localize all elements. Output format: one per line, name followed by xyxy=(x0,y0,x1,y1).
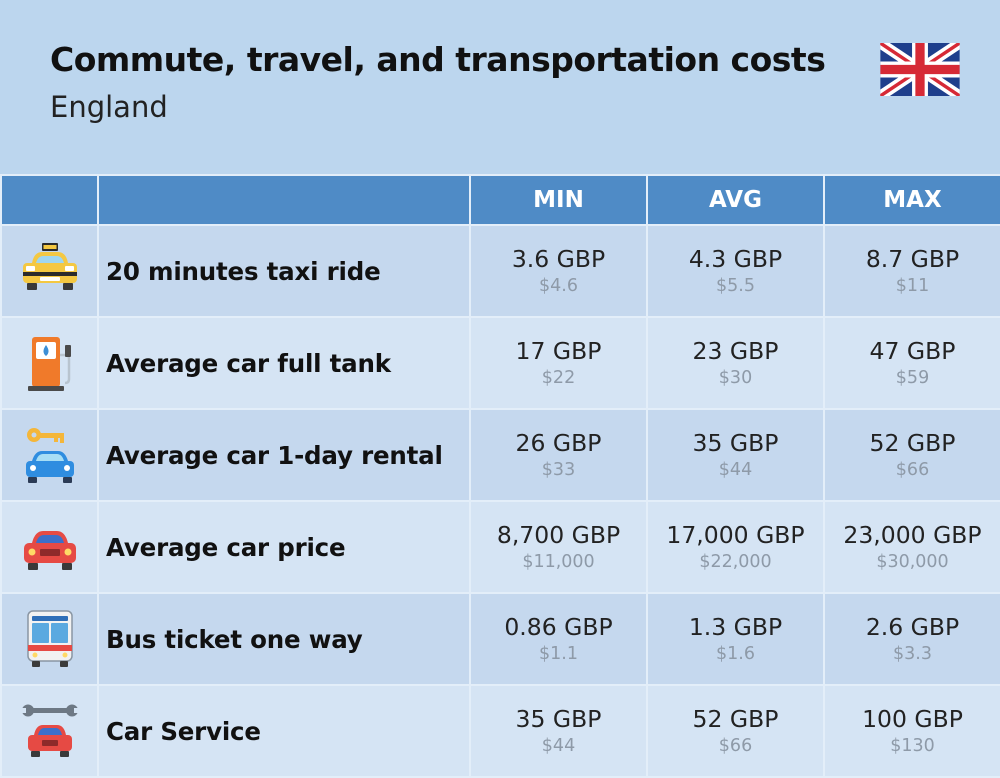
avg-cell: 4.3 GBP $5.5 xyxy=(646,224,825,318)
max-cell: 52 GBP $66 xyxy=(823,408,1000,502)
cost-table: MIN AVG MAX xyxy=(0,174,1000,778)
max-cell: 8.7 GBP $11 xyxy=(823,224,1000,318)
table-row: Average car price 8,700 GBP $11,000 17,0… xyxy=(0,500,1000,594)
min-gbp: 3.6 GBP xyxy=(511,245,606,273)
avg-cell: 23 GBP $30 xyxy=(646,316,825,410)
table-header-row: MIN AVG MAX xyxy=(0,174,1000,226)
row-label: Average car full tank xyxy=(97,316,471,410)
header-max: MAX xyxy=(823,174,1000,226)
car-key-icon xyxy=(25,428,74,483)
max-usd: $130 xyxy=(890,736,935,756)
row-label: 20 minutes taxi ride xyxy=(97,224,471,318)
taxi-icon xyxy=(22,243,77,290)
page-subtitle: England xyxy=(50,90,168,124)
row-icon-cell xyxy=(0,500,99,594)
max-gbp: 47 GBP xyxy=(869,337,956,365)
uk-flag-icon xyxy=(880,43,960,96)
min-cell: 35 GBP $44 xyxy=(469,684,648,778)
table-row: Bus ticket one way 0.86 GBP $1.1 1.3 GBP… xyxy=(0,592,1000,686)
min-usd: $22 xyxy=(541,368,576,388)
min-usd: $11,000 xyxy=(522,552,595,572)
bus-icon xyxy=(26,610,73,667)
max-usd: $30,000 xyxy=(876,552,949,572)
row-label: Car Service xyxy=(97,684,471,778)
min-usd: $44 xyxy=(541,736,576,756)
max-gbp: 100 GBP xyxy=(862,705,963,733)
avg-cell: 35 GBP $44 xyxy=(646,408,825,502)
max-gbp: 52 GBP xyxy=(869,429,956,457)
avg-usd: $1.6 xyxy=(716,644,755,664)
max-usd: $59 xyxy=(895,368,930,388)
max-cell: 47 GBP $59 xyxy=(823,316,1000,410)
avg-cell: 52 GBP $66 xyxy=(646,684,825,778)
min-gbp: 0.86 GBP xyxy=(504,613,613,641)
max-usd: $66 xyxy=(895,460,930,480)
avg-gbp: 23 GBP xyxy=(692,337,779,365)
header-label-cell xyxy=(97,174,471,226)
header-avg: AVG xyxy=(646,174,825,226)
avg-usd: $5.5 xyxy=(716,276,755,296)
page-header: Commute, travel, and transportation cost… xyxy=(0,0,1000,172)
max-usd: $11 xyxy=(895,276,930,296)
avg-usd: $22,000 xyxy=(699,552,772,572)
table-row: Average car 1-day rental 26 GBP $33 35 G… xyxy=(0,408,1000,502)
max-cell: 23,000 GBP $30,000 xyxy=(823,500,1000,594)
min-cell: 17 GBP $22 xyxy=(469,316,648,410)
avg-gbp: 1.3 GBP xyxy=(688,613,783,641)
table-row: 20 minutes taxi ride 3.6 GBP $4.6 4.3 GB… xyxy=(0,224,1000,318)
max-cell: 100 GBP $130 xyxy=(823,684,1000,778)
min-usd: $1.1 xyxy=(539,644,578,664)
avg-usd: $30 xyxy=(718,368,753,388)
max-usd: $3.3 xyxy=(893,644,932,664)
max-gbp: 23,000 GBP xyxy=(843,521,982,549)
page-title: Commute, travel, and transportation cost… xyxy=(50,40,826,79)
min-cell: 3.6 GBP $4.6 xyxy=(469,224,648,318)
max-gbp: 2.6 GBP xyxy=(865,613,960,641)
min-gbp: 8,700 GBP xyxy=(496,521,621,549)
min-gbp: 17 GBP xyxy=(515,337,602,365)
row-icon-cell xyxy=(0,592,99,686)
header-min: MIN xyxy=(469,174,648,226)
min-gbp: 35 GBP xyxy=(515,705,602,733)
header-icon-cell xyxy=(0,174,99,226)
wrench-car-icon xyxy=(19,704,80,757)
avg-cell: 1.3 GBP $1.6 xyxy=(646,592,825,686)
row-label: Bus ticket one way xyxy=(97,592,471,686)
min-gbp: 26 GBP xyxy=(515,429,602,457)
min-cell: 8,700 GBP $11,000 xyxy=(469,500,648,594)
max-gbp: 8.7 GBP xyxy=(865,245,960,273)
avg-gbp: 17,000 GBP xyxy=(666,521,805,549)
avg-gbp: 52 GBP xyxy=(692,705,779,733)
min-usd: $33 xyxy=(541,460,576,480)
table-row: Average car full tank 17 GBP $22 23 GBP … xyxy=(0,316,1000,410)
row-icon-cell xyxy=(0,316,99,410)
max-cell: 2.6 GBP $3.3 xyxy=(823,592,1000,686)
avg-cell: 17,000 GBP $22,000 xyxy=(646,500,825,594)
row-label: Average car 1-day rental xyxy=(97,408,471,502)
row-label: Average car price xyxy=(97,500,471,594)
min-cell: 0.86 GBP $1.1 xyxy=(469,592,648,686)
min-cell: 26 GBP $33 xyxy=(469,408,648,502)
row-icon-cell xyxy=(0,408,99,502)
avg-usd: $44 xyxy=(718,460,753,480)
table-row: Car Service 35 GBP $44 52 GBP $66 100 GB… xyxy=(0,684,1000,778)
min-usd: $4.6 xyxy=(539,276,578,296)
row-icon-cell xyxy=(0,224,99,318)
avg-usd: $66 xyxy=(718,736,753,756)
fuel-pump-icon xyxy=(27,337,71,391)
avg-gbp: 4.3 GBP xyxy=(688,245,783,273)
avg-gbp: 35 GBP xyxy=(692,429,779,457)
car-icon xyxy=(23,531,76,570)
row-icon-cell xyxy=(0,684,99,778)
